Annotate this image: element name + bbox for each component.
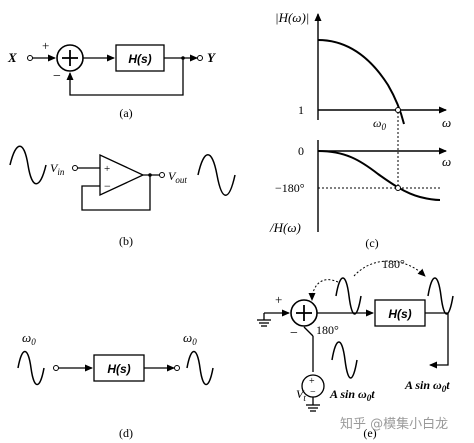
phase-crossover-point bbox=[395, 185, 401, 191]
sine-wave-feedback bbox=[331, 341, 358, 379]
transfer-block bbox=[115, 44, 165, 72]
caption-d: (d) bbox=[119, 426, 133, 440]
input-label-vin: Vin bbox=[50, 161, 65, 177]
sine-wave-right bbox=[427, 277, 454, 315]
minus-180-label: −180° bbox=[275, 181, 305, 195]
magnitude-axis-label: |H(ω)| bbox=[275, 10, 309, 25]
summer-junction bbox=[290, 299, 318, 327]
source-label-vt: Vt bbox=[296, 387, 306, 403]
ground-symbol bbox=[257, 313, 271, 327]
output-label-vout: Vout bbox=[168, 169, 187, 185]
output-expression: A sin ω0t bbox=[404, 378, 450, 394]
output-sine-wave bbox=[197, 154, 236, 196]
source-expression: A sin ω0t bbox=[329, 387, 375, 403]
output-sine-wave bbox=[186, 350, 214, 386]
opamp-minus: − bbox=[104, 179, 111, 193]
phase-arrow-feedback bbox=[308, 279, 339, 301]
caption-b: (b) bbox=[119, 234, 133, 248]
phase-label-mid: 180° bbox=[316, 323, 339, 337]
crossover-point bbox=[395, 107, 401, 113]
panel-d: ω0 ω0 H(s) (d) bbox=[17, 330, 214, 440]
plus-sign: + bbox=[275, 292, 282, 307]
opamp bbox=[99, 153, 145, 197]
caption-a: (a) bbox=[119, 106, 132, 120]
transfer-block bbox=[93, 354, 145, 382]
phase-axis-label: /H(ω) bbox=[269, 220, 301, 235]
input-sine-wave bbox=[9, 145, 47, 185]
vin-node bbox=[72, 165, 78, 171]
output-wire bbox=[425, 312, 449, 369]
source-ground-symbol bbox=[306, 404, 320, 412]
output-node bbox=[174, 365, 180, 371]
phase-label-top: 180° bbox=[382, 257, 405, 271]
summer-junction bbox=[56, 44, 84, 72]
plus-sign: + bbox=[42, 38, 49, 53]
transfer-block-label: H(s) bbox=[128, 52, 151, 66]
magnitude-curve bbox=[317, 39, 405, 125]
feedback-path bbox=[66, 58, 184, 96]
phase-zero-label: 0 bbox=[298, 144, 304, 158]
unity-gain-label: 1 bbox=[298, 103, 304, 117]
source-to-summer bbox=[303, 326, 314, 337]
input-node bbox=[53, 365, 59, 371]
watermark: 知乎 @模集小白龙 bbox=[340, 416, 448, 432]
output-node bbox=[197, 55, 203, 61]
omega0-output-label: ω0 bbox=[183, 330, 197, 347]
input-label-x: X bbox=[7, 50, 17, 65]
output-label-y: Y bbox=[207, 50, 216, 65]
vout-node bbox=[159, 172, 165, 178]
magnitude-omega-label: ω bbox=[442, 115, 451, 130]
opamp-plus: + bbox=[104, 163, 110, 175]
source-plus: + bbox=[309, 376, 315, 387]
panel-b: Vin + − Vout (b) bbox=[9, 145, 236, 248]
source-minus: − bbox=[310, 387, 316, 398]
omega0-input-label: ω0 bbox=[22, 330, 36, 347]
transfer-block-label: H(s) bbox=[388, 307, 411, 321]
caption-c: (c) bbox=[365, 236, 378, 250]
minus-sign: − bbox=[290, 326, 298, 341]
transfer-block-label: H(s) bbox=[107, 362, 130, 376]
panel-e: + − H(s) 180° 180° + − Vt A bbox=[257, 257, 454, 440]
transfer-block bbox=[374, 299, 426, 327]
panel-c: |H(ω)| 1 ω0 ω 0 ω −180° /H(ω) (c) bbox=[269, 10, 451, 250]
phase-curve bbox=[317, 150, 441, 201]
omega0-label: ω0 bbox=[373, 116, 386, 132]
phase-omega-label: ω bbox=[442, 154, 451, 169]
panel-a: X + − H(s) Y (a) bbox=[7, 38, 216, 120]
input-sine-wave bbox=[17, 350, 45, 386]
opamp-feedback bbox=[81, 175, 151, 211]
minus-sign: − bbox=[53, 69, 61, 84]
input-node bbox=[27, 55, 33, 61]
sine-wave-left bbox=[335, 277, 362, 315]
caption-e: (e) bbox=[363, 426, 376, 440]
